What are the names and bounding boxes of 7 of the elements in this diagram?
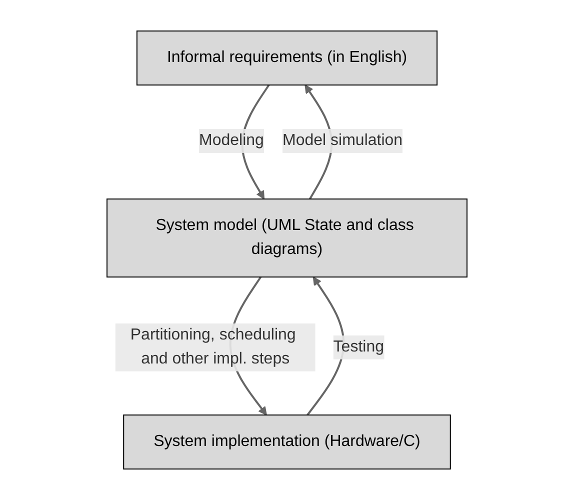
edge-label: Partitioning, scheduling and other impl. steps bbox=[130, 326, 296, 368]
edge-label: Testing bbox=[332, 338, 384, 356]
node-box: System model (UML State and class diagrams) bbox=[106, 198, 467, 278]
edge-label: Modeling bbox=[198, 132, 264, 149]
edge-label: Model simulation bbox=[282, 132, 402, 149]
node-box: System implementation (Hardware/C) bbox=[122, 414, 450, 470]
node-box: Informal requirements (in English) bbox=[136, 30, 438, 86]
